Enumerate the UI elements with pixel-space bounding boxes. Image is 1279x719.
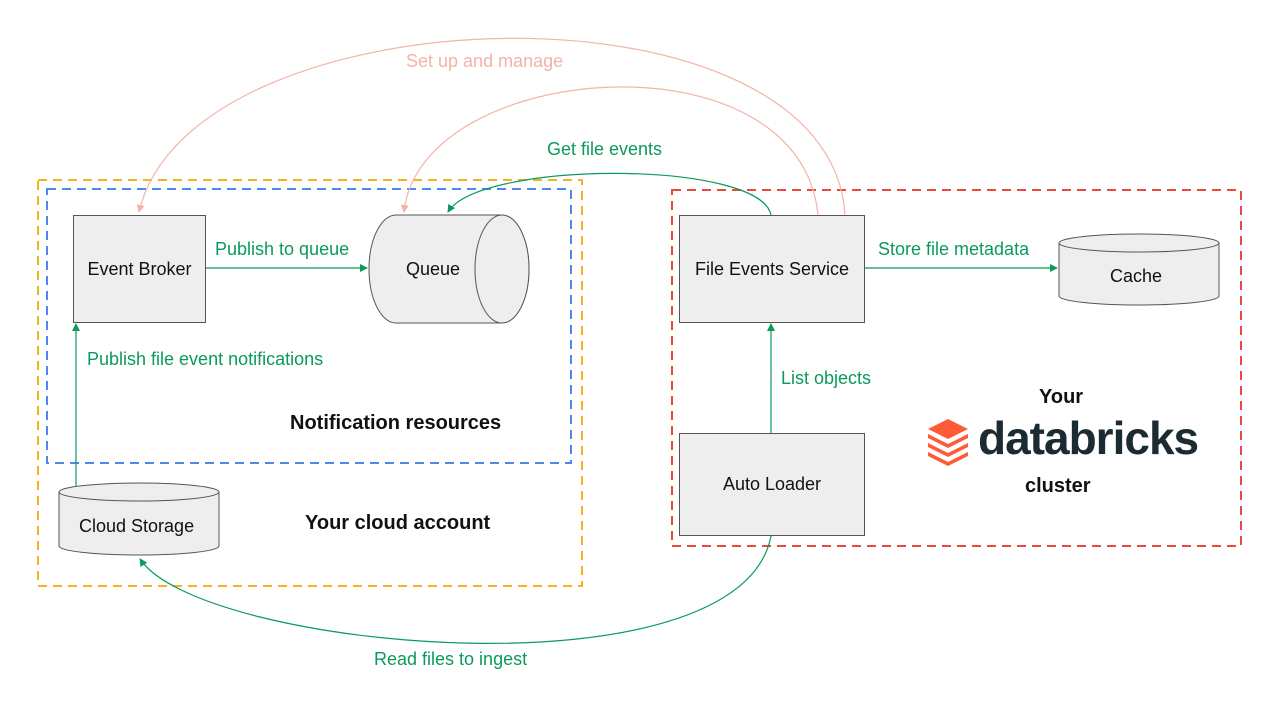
arrow-set-up-event-broker [136,37,846,216]
arrow-get-file-events [447,172,772,216]
publish-to-queue-label: Publish to queue [215,239,350,259]
databricks-brand-text: databricks [978,412,1199,464]
databricks-layers-icon [928,419,968,466]
auto-loader-label: Auto Loader [722,474,822,494]
set-up-and-manage-label: Set up and manage [406,51,564,71]
cache-cylinder [1058,233,1220,306]
databricks-cluster-label: cluster [1025,475,1091,497]
auto-loader-node: Auto Loader [679,433,865,536]
cloud-storage-label: Cloud Storage [79,516,195,536]
read-files-label: Read files to ingest [374,649,528,669]
notification-resources-title: Notification resources [290,412,502,434]
publish-notifications-label: Publish file event notifications [87,349,324,369]
arrow-read-files [139,535,772,644]
databricks-your-label: Your [1039,386,1084,408]
cloud-storage-cylinder [58,482,220,556]
file-events-service-label: File Events Service [694,258,850,279]
file-events-service-node: File Events Service [679,215,865,323]
store-file-metadata-label: Store file metadata [878,239,1030,259]
list-objects-label: List objects [781,368,872,388]
get-file-events-label: Get file events [547,139,663,159]
cloud-account-border [37,179,583,587]
notification-resources-border [46,188,572,464]
event-broker-node: Event Broker [73,215,206,323]
event-broker-label: Event Broker [87,258,192,279]
queue-cylinder [368,214,530,324]
queue-label: Queue [406,259,461,279]
cloud-account-title: Your cloud account [305,512,491,534]
databricks-cluster-border [671,189,1242,547]
cache-label: Cache [1110,266,1163,286]
arrow-set-up-queue [400,86,819,216]
